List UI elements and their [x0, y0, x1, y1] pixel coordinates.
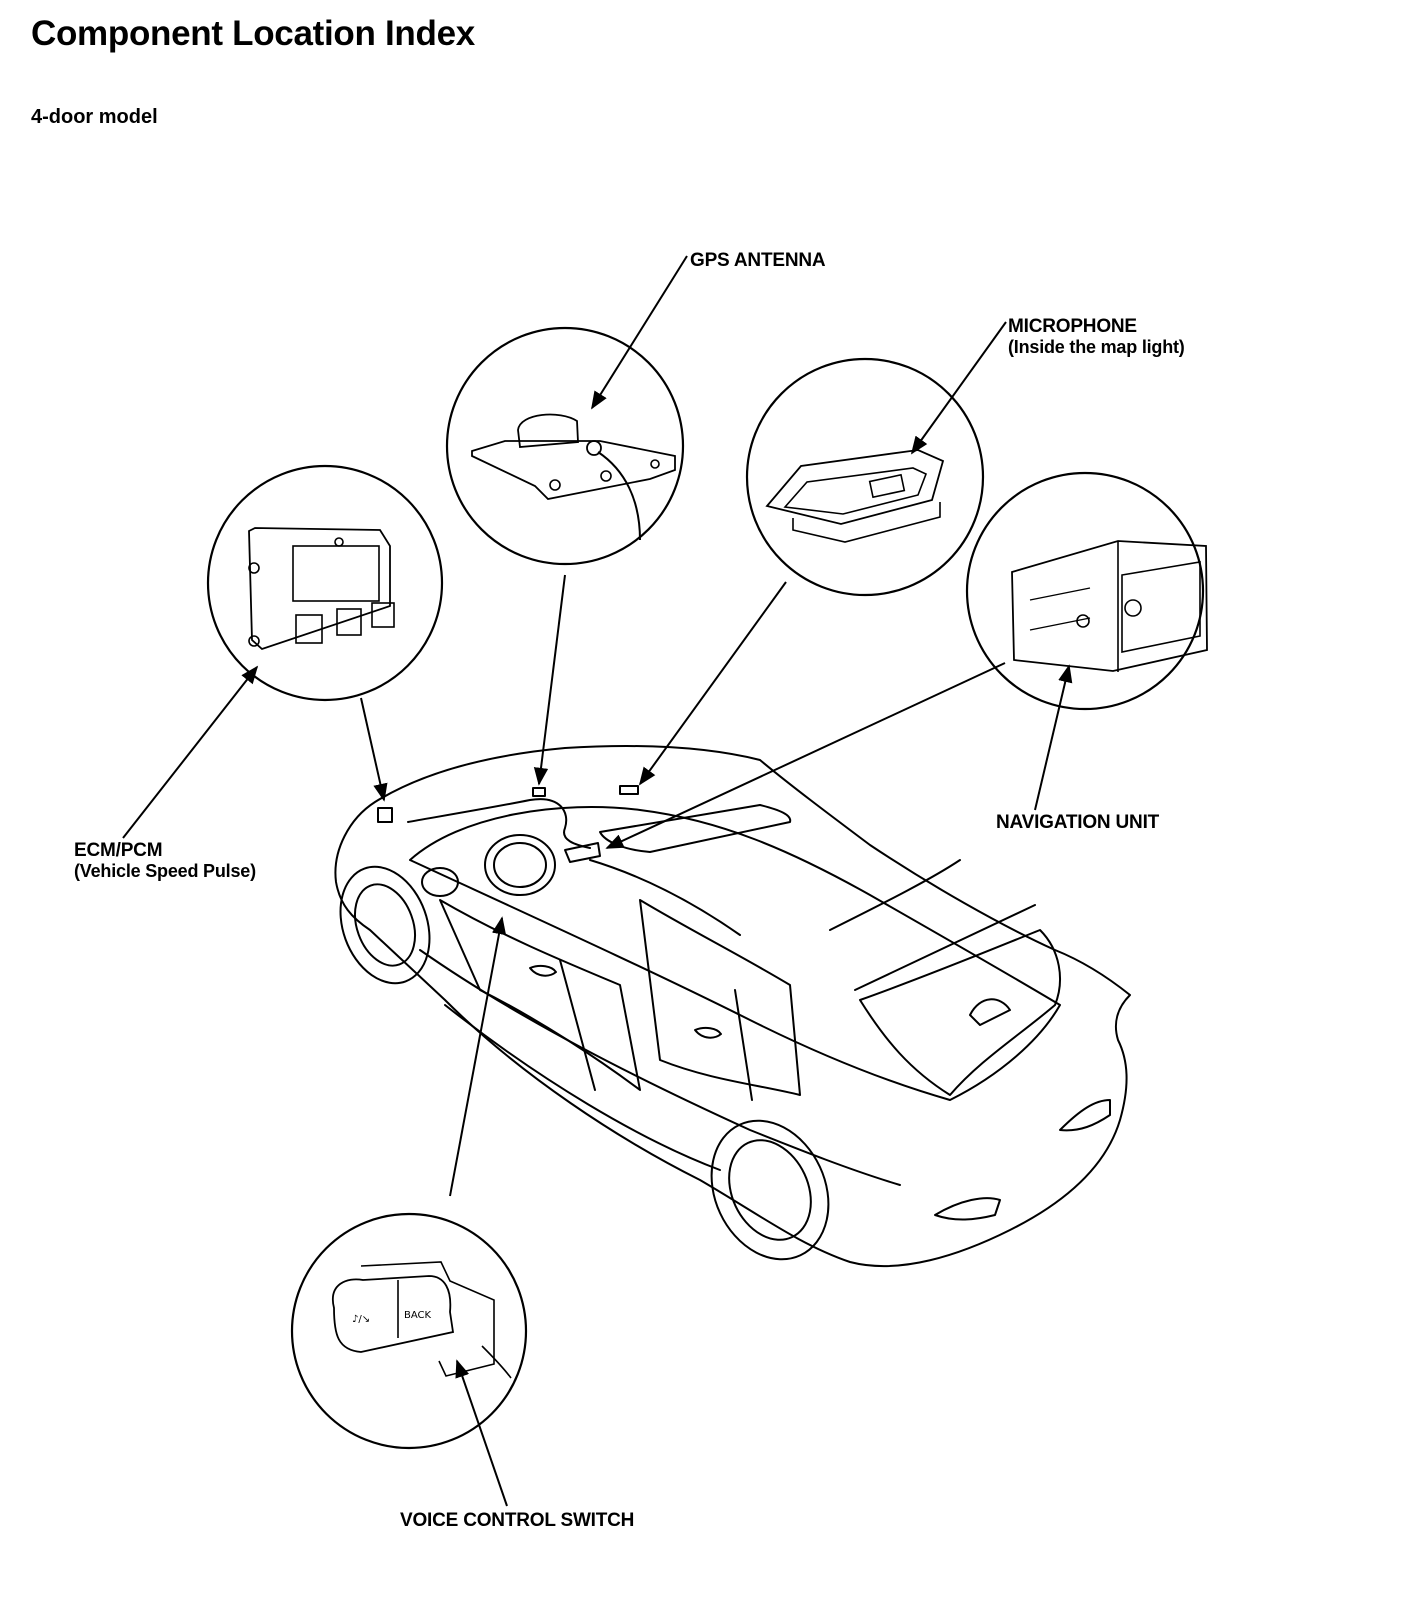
- navigation-unit-detail: [965, 471, 1208, 711]
- leader-lines: [122, 255, 1073, 1507]
- ecm-pcm-note: (Vehicle Speed Pulse): [74, 861, 256, 881]
- page-subtitle: 4-door model: [31, 106, 158, 128]
- microphone-note: (Inside the map light): [1008, 337, 1185, 357]
- voice-control-switch-label: VOICE CONTROL SWITCH: [400, 1510, 635, 1531]
- car-outline: [334, 745, 1131, 1268]
- gps-antenna-label: GPS ANTENNA: [690, 250, 826, 271]
- switch-button-left-label: ♪/↘: [352, 1314, 370, 1325]
- ecm-pcm-label: ECM/PCM (Vehicle Speed Pulse): [74, 840, 256, 881]
- ecm-pcm-detail: [206, 464, 444, 702]
- microphone-detail: [745, 357, 985, 597]
- switch-button-right-label: BACK: [404, 1310, 432, 1321]
- navigation-unit-label: NAVIGATION UNIT: [996, 812, 1160, 833]
- page-title: Component Location Index: [31, 14, 475, 53]
- microphone-label: MICROPHONE (Inside the map light): [1008, 316, 1185, 357]
- voice-control-switch-detail: ♪/↘ BACK: [290, 1212, 528, 1450]
- gps-antenna-detail: [445, 326, 685, 566]
